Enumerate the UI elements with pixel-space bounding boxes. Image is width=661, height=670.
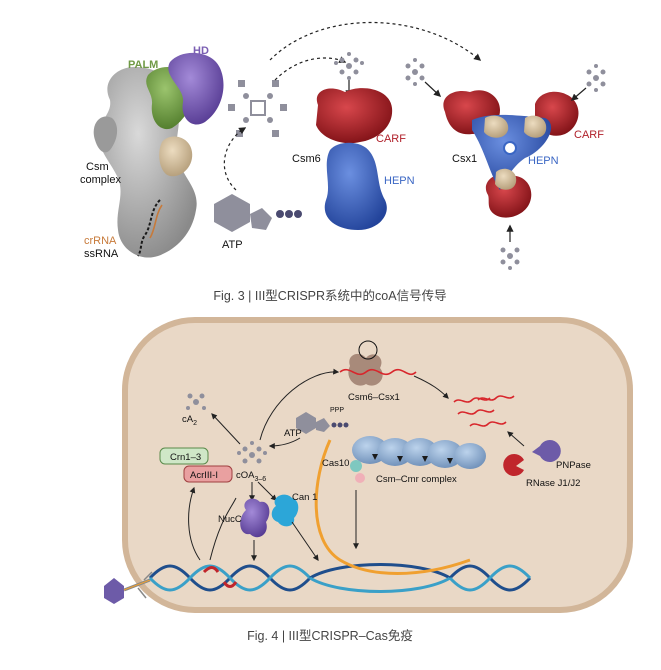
pnpase-label: PNPase xyxy=(556,460,591,471)
pnpase-icon xyxy=(532,440,561,463)
signal-dashed-arc xyxy=(269,21,482,61)
csm6-carf-label: CARF xyxy=(376,133,406,145)
csm6-label: Csm6 xyxy=(292,153,321,165)
coa-text: cOA xyxy=(236,470,255,481)
hd-domain xyxy=(168,52,224,125)
atp-to-coa-arrow-fig4 xyxy=(268,437,301,449)
cell-membrane xyxy=(122,317,633,613)
atp-fig4-icon xyxy=(296,412,349,434)
atp-to-coa-arrow xyxy=(223,127,247,191)
csm-complex-label-2: complex xyxy=(80,174,121,186)
coa-down-arrow-2 xyxy=(257,481,277,501)
atp-label: ATP xyxy=(222,239,243,251)
csm6-coa-icon xyxy=(334,52,364,80)
csx1-hepn-label: HEPN xyxy=(528,155,559,167)
target-rna xyxy=(314,439,471,575)
coa-molecule-icon xyxy=(228,80,287,137)
crrna-label: crRNA xyxy=(84,235,117,247)
acriii-box xyxy=(183,465,233,483)
ca2-label: cA2 xyxy=(182,414,197,427)
acriii-label: AcrIII-I xyxy=(190,470,218,481)
ca2-icon xyxy=(186,393,206,410)
csm6-hepn-domain xyxy=(324,142,387,230)
csm6-carf-domain xyxy=(316,88,393,144)
tan-subunit xyxy=(159,136,193,177)
csx1-carf-label: CARF xyxy=(574,129,604,141)
csm6-hepn-label: HEPN xyxy=(384,175,415,187)
degraded-rna xyxy=(453,395,515,427)
signal-dashed-arc-2 xyxy=(274,56,347,81)
rnase-label: RNase J1/J2 xyxy=(526,478,580,489)
fig4-caption: Fig. 4 | III型CRISPR–Cas免疫 xyxy=(247,628,413,643)
dna-helix xyxy=(148,563,532,593)
csx1-coa-icon-right xyxy=(586,64,606,92)
coa-up-arrow xyxy=(259,368,340,441)
csx1-coa-icon-bottom xyxy=(500,247,520,270)
nucc-icon xyxy=(240,498,270,538)
csm-cmr-label: Csm–Cmr complex xyxy=(376,474,457,485)
coa-fig4-label: cOA3–6 xyxy=(236,470,266,483)
ssrna-red-1 xyxy=(339,368,417,376)
ppp-label: PPP xyxy=(330,407,344,414)
csx1-label: Csx1 xyxy=(452,153,477,165)
ca2-subscript: 2 xyxy=(193,420,197,427)
atp-fig4-label: ATP xyxy=(284,428,302,439)
transcription-arrow xyxy=(209,497,237,561)
palm-label: PALM xyxy=(128,59,158,71)
coa-to-ca2-arrow xyxy=(211,413,241,445)
ssrna-label: ssRNA xyxy=(84,248,119,260)
csm-cmr-complex xyxy=(350,436,486,483)
cas10-label: Cas10 xyxy=(322,458,349,469)
crn-box xyxy=(159,447,209,465)
fig3-caption: Fig. 3 | III型CRISPR系统中的coA信号传导 xyxy=(213,288,446,303)
can1-icon xyxy=(271,494,299,527)
csm-complex-label-1: Csm xyxy=(86,161,109,173)
dna-to-acr-arrow xyxy=(188,486,201,561)
phage-icon xyxy=(104,571,153,604)
csx1-coa-icon-left xyxy=(405,58,425,86)
rna-degradation-arrow xyxy=(413,375,449,399)
can1-label: Can 1 xyxy=(292,492,317,503)
hd-label: HD xyxy=(193,45,209,57)
csx1-left-arrow xyxy=(424,81,442,97)
csm6-csx1-icon xyxy=(348,340,383,386)
rnase-j-icon xyxy=(503,453,524,476)
csx1-right-arrow xyxy=(570,87,587,101)
coa-fig4-icon xyxy=(237,441,267,464)
crrna-strand-orange xyxy=(149,204,163,239)
csx1-structure xyxy=(443,90,579,218)
ca2-text: cA xyxy=(182,414,194,425)
crn-label: Crn1–3 xyxy=(170,452,201,463)
can1-to-dna-arrow xyxy=(291,521,319,561)
rnase-arrow xyxy=(507,431,525,447)
atp-icon xyxy=(214,194,302,232)
coa-subscript: 3–6 xyxy=(254,476,266,483)
fig3-panel: PALM HD Csm complex crRNA ssRNA ATP xyxy=(80,21,606,270)
nucc-label: NucC xyxy=(218,514,242,525)
csm6-csx1-label: Csm6–Csx1 xyxy=(348,392,400,403)
crrna-strand xyxy=(137,199,161,257)
fig4-panel: Cas10 Csm–Cmr complex Csm6–Csx1 PNPase R… xyxy=(104,317,633,613)
